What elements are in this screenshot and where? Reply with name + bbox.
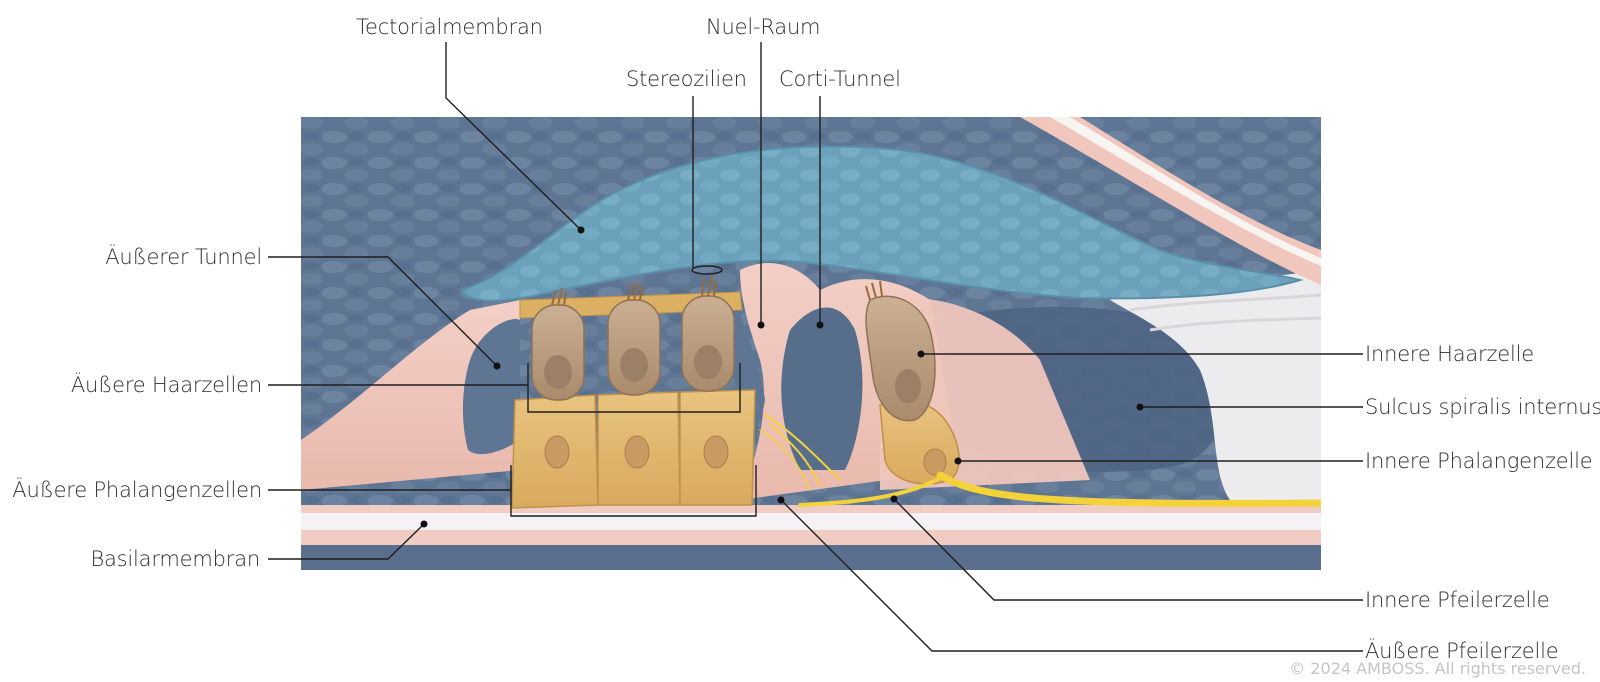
copyright-notice: © 2024 AMBOSS. All rights reserved. — [1289, 659, 1586, 678]
illustration-panel — [301, 117, 1321, 570]
label-tectorialmembran: Tectorialmembran — [356, 15, 543, 39]
label-aeussere-pfeilerzelle: Äußere Pfeilerzelle — [1365, 639, 1559, 663]
label-aeussere-phalangenzellen: Äußere Phalangenzellen — [12, 478, 262, 502]
label-aeussere-haarzellen: Äußere Haarzellen — [70, 373, 262, 397]
label-innere-pfeilerzelle: Innere Pfeilerzelle — [1365, 588, 1550, 612]
nerve-fibers — [759, 414, 1321, 507]
outer-hair-cells — [531, 275, 735, 401]
label-stereozilien: Stereozilien — [626, 67, 747, 91]
label-corti-tunnel: Corti-Tunnel — [779, 67, 901, 91]
leader-lines — [268, 42, 1363, 652]
label-aeusserer-tunnel: Äußerer Tunnel — [105, 245, 262, 269]
label-nuel-raum: Nuel-Raum — [706, 15, 821, 39]
pointer-dots — [420, 226, 1144, 528]
inner-hair-cell-group — [865, 280, 960, 485]
label-basilarmembran: Basilarmembran — [90, 547, 260, 571]
label-innere-phalangenzelle: Innere Phalangenzelle — [1365, 449, 1593, 473]
label-innere-haarzelle: Innere Haarzelle — [1365, 342, 1534, 366]
label-sulcus-spiralis-internus: Sulcus spiralis internus — [1365, 395, 1600, 419]
